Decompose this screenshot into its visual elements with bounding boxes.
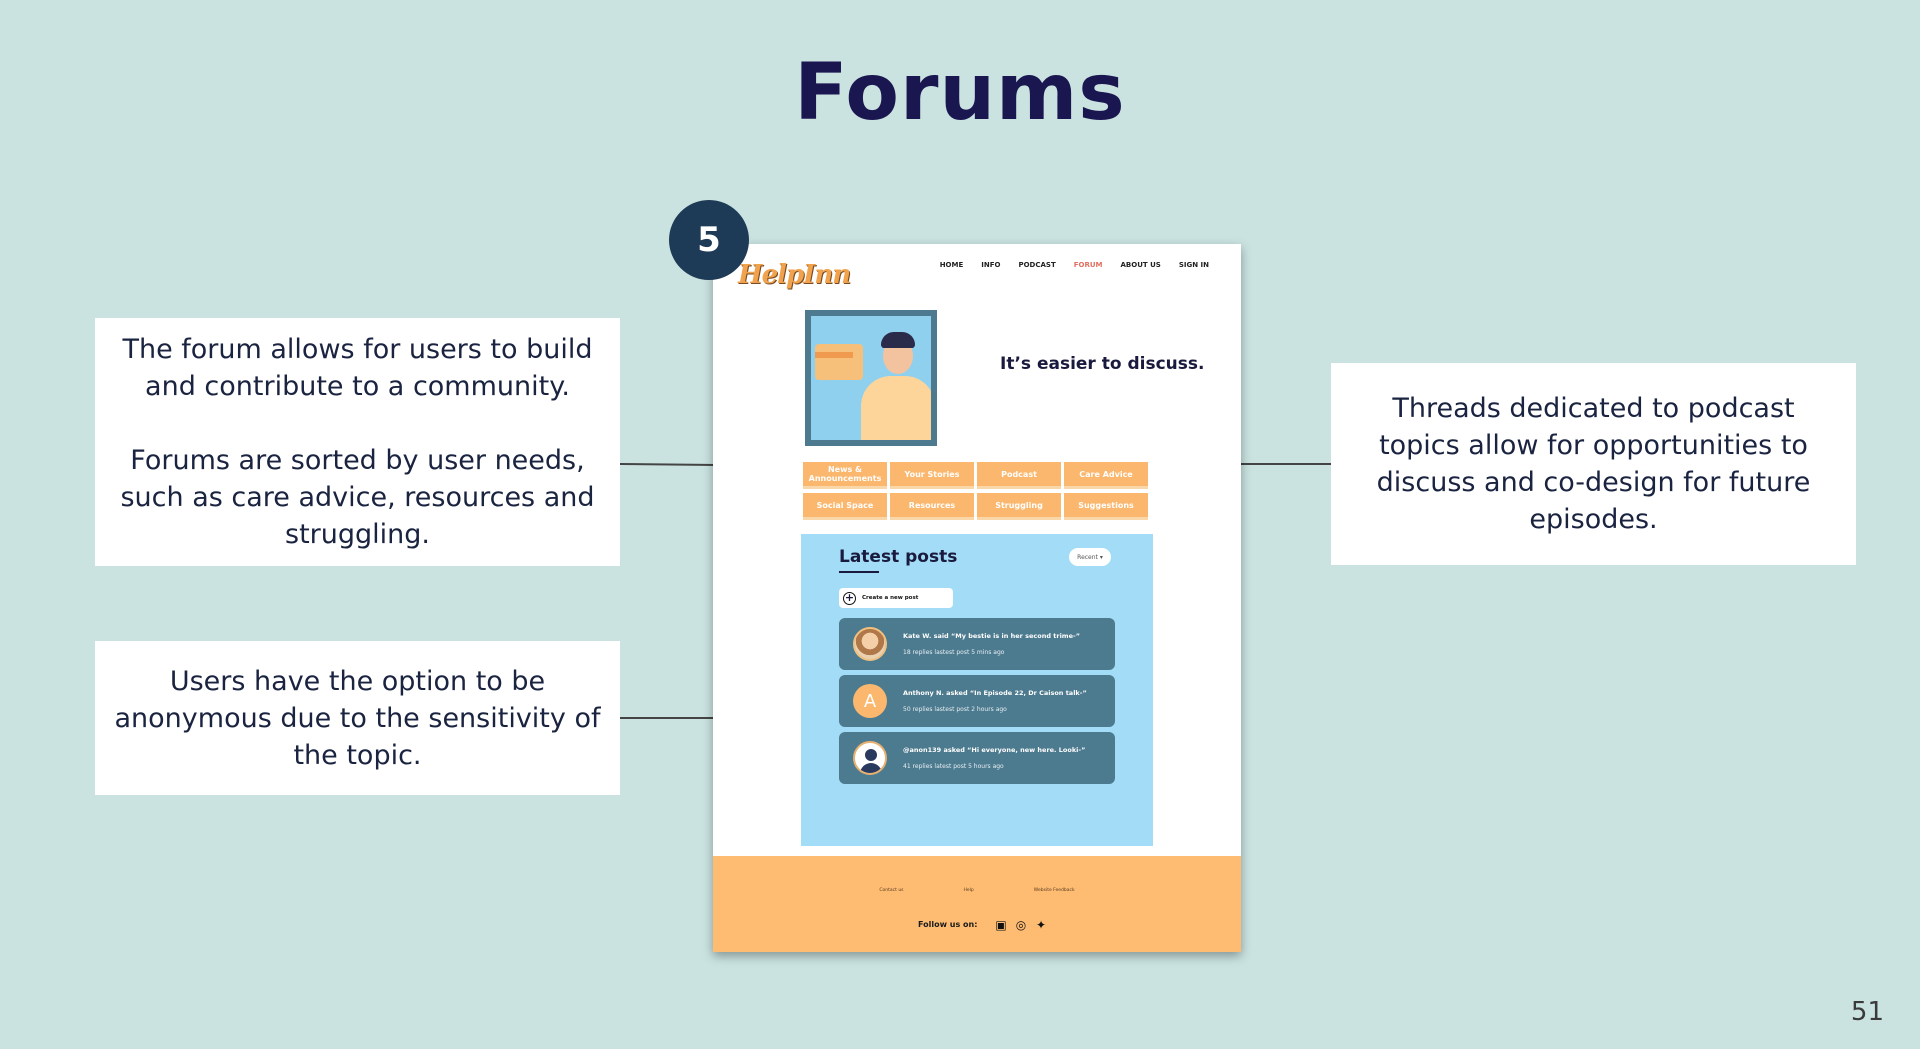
post-title: Kate W. said “My bestie is in her second… (903, 632, 1080, 640)
callout-anonymous-text: Users have the option to be anonymous du… (114, 665, 601, 771)
user-avatar-photo (853, 627, 887, 661)
top-nav: HOME INFO PODCAST FORUM ABOUT US SIGN IN (940, 261, 1209, 269)
latest-posts-title: Latest posts (839, 547, 958, 567)
category-podcast[interactable]: Podcast (977, 462, 1061, 489)
create-post-label: Create a new post (862, 595, 919, 601)
title-underline (839, 571, 879, 573)
category-resources[interactable]: Resources (890, 493, 974, 520)
nav-home[interactable]: HOME (939, 261, 964, 269)
post-item[interactable]: A Anthony N. asked “In Episode 22, Dr Ca… (839, 675, 1115, 727)
follow-label: Follow us on: (918, 920, 978, 929)
facebook-icon[interactable]: ▣ (995, 918, 1007, 932)
forum-mockup: HelpInn HOME INFO PODCAST FORUM ABOUT US… (713, 244, 1241, 952)
category-social-space[interactable]: Social Space (803, 493, 887, 520)
category-news-announcements[interactable]: News & Announcements (803, 462, 887, 489)
nav-podcast[interactable]: PODCAST (1018, 261, 1056, 269)
sort-recent-dropdown[interactable]: Recent ▾ (1069, 548, 1111, 566)
category-your-stories[interactable]: Your Stories (890, 462, 974, 489)
page-number: 51 (1850, 997, 1884, 1027)
hero-illustration (805, 310, 937, 446)
callout-community-text: The forum allows for users to build and … (122, 334, 593, 402)
instagram-icon[interactable]: ◎ (1015, 918, 1027, 932)
hero-tagline: It’s easier to discuss. (1000, 354, 1205, 374)
callout-anonymous: Users have the option to be anonymous du… (95, 641, 620, 795)
footer-link-help[interactable]: Help (963, 888, 974, 893)
nav-info[interactable]: INFO (981, 261, 1001, 269)
forum-categories: News & Announcements Your Stories Podcas… (803, 462, 1148, 520)
footer-link-contact[interactable]: Contact us (879, 888, 904, 893)
helpinn-logo[interactable]: HelpInn (738, 260, 851, 290)
callout-podcast-text: Threads dedicated to podcast topics allo… (1376, 393, 1811, 535)
post-meta: 50 replies lastest post 2 hours ago (903, 706, 1007, 713)
footer-link-feedback[interactable]: Website Feedback (1033, 888, 1075, 893)
slide-title: Forums (794, 48, 1126, 138)
post-meta: 18 replies lastest post 5 mins ago (903, 649, 1005, 656)
callout-podcast-threads: Threads dedicated to podcast topics allo… (1331, 363, 1856, 565)
callout-community: The forum allows for users to build and … (95, 318, 620, 566)
latest-posts-panel: Latest posts Recent ▾ + Create a new pos… (801, 534, 1153, 846)
post-meta: 41 replies latest post 5 hours ago (903, 763, 1004, 770)
category-care-advice[interactable]: Care Advice (1064, 462, 1148, 489)
nav-about-us[interactable]: ABOUT US (1120, 261, 1161, 269)
create-post-button[interactable]: + Create a new post (839, 588, 953, 608)
post-item[interactable]: @anon139 asked “Hi everyone, new here. L… (839, 732, 1115, 784)
post-title: Anthony N. asked “In Episode 22, Dr Cais… (903, 689, 1087, 697)
user-avatar-letter: A (853, 684, 887, 718)
step-badge: 5 (669, 200, 749, 280)
post-item[interactable]: Kate W. said “My bestie is in her second… (839, 618, 1115, 670)
nav-sign-in[interactable]: SIGN IN (1178, 261, 1209, 269)
category-suggestions[interactable]: Suggestions (1064, 493, 1148, 520)
post-title: @anon139 asked “Hi everyone, new here. L… (903, 746, 1086, 754)
site-footer: Contact us Help Website Feedback Follow … (713, 856, 1241, 952)
twitter-icon[interactable]: ✦ (1035, 918, 1047, 932)
plus-icon: + (843, 590, 856, 605)
anonymous-user-icon (853, 741, 887, 775)
category-struggling[interactable]: Struggling (977, 493, 1061, 520)
callout-sorting-text: Forums are sorted by user needs, such as… (120, 445, 595, 550)
footer-links: Contact us Help Website Feedback (713, 888, 1241, 893)
nav-forum[interactable]: FORUM (1073, 261, 1103, 269)
